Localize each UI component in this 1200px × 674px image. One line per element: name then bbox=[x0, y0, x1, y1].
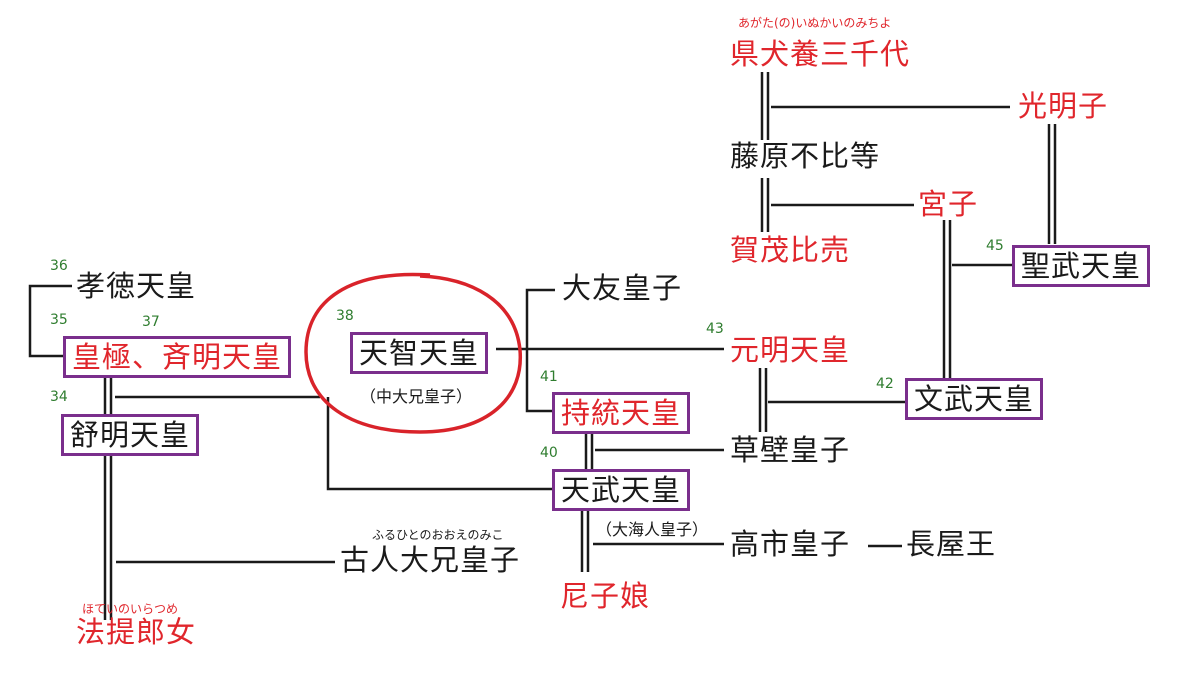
person-kougyoku-saimei-tennou: 皇極、斉明天皇 bbox=[63, 336, 292, 378]
person-miyako: 宮子 bbox=[918, 187, 979, 221]
person-tenji-tennou: 天智天皇 bbox=[350, 332, 489, 374]
reign-number-genmei: 43 bbox=[706, 321, 724, 337]
person-hotei-iratsume: 法提郎女 bbox=[76, 615, 197, 649]
person-takechi-ouji: 高市皇子 bbox=[730, 527, 851, 561]
person-fujiwara-fuhito: 藤原不比等 bbox=[730, 139, 881, 173]
reign-number-shoumu: 45 bbox=[986, 238, 1004, 254]
alt-name-tenji: （中大兄皇子） bbox=[360, 387, 473, 406]
reign-number-saimei: 37 bbox=[142, 314, 160, 330]
reign-number-jitou: 41 bbox=[540, 369, 558, 385]
person-furuhito-no-oe: 古人大兄皇子 bbox=[340, 543, 521, 577]
line-jomei-tenmu bbox=[326, 397, 553, 491]
person-shoumu-tennou: 聖武天皇 bbox=[1012, 245, 1151, 287]
reign-number-monmu: 42 bbox=[876, 376, 894, 392]
line-tenji-ootomo-jitou bbox=[525, 288, 555, 413]
person-kamo-hime: 賀茂比売 bbox=[730, 233, 851, 267]
line-koutoku-kougyoku bbox=[28, 284, 72, 358]
reign-number-jomei: 34 bbox=[50, 389, 68, 405]
reading-furuhito: ふるひとのおおえのみこ bbox=[372, 528, 504, 542]
person-agata-inukai-michiyo: 県犬養三千代 bbox=[730, 37, 911, 71]
person-tenmu-tennou: 天武天皇 bbox=[552, 469, 691, 511]
person-jomei-tennou: 舒明天皇 bbox=[61, 414, 200, 456]
reading-hotei: ほていのいらつめ bbox=[82, 602, 179, 616]
highlight-circle bbox=[304, 272, 522, 434]
reign-number-tenji: 38 bbox=[336, 308, 354, 324]
reign-number-tenmu: 40 bbox=[540, 445, 558, 461]
person-amako-iratsume: 尼子娘 bbox=[560, 579, 651, 613]
person-koutoku-tennou: 孝徳天皇 bbox=[76, 269, 197, 303]
person-ootomo-ouji: 大友皇子 bbox=[562, 271, 683, 305]
reign-number-kougyoku: 35 bbox=[50, 312, 68, 328]
person-monmu-tennou: 文武天皇 bbox=[905, 378, 1044, 420]
person-genmei-tennou: 元明天皇 bbox=[730, 333, 851, 367]
person-kusakabe-ouji: 草壁皇子 bbox=[730, 433, 851, 467]
reading-agata: あがた(の)いぬかいのみちよ bbox=[738, 16, 892, 30]
reign-number-koutoku: 36 bbox=[50, 258, 68, 274]
person-koumyoushi: 光明子 bbox=[1018, 89, 1109, 123]
person-jitou-tennou: 持統天皇 bbox=[552, 392, 691, 434]
alt-name-tenmu: （大海人皇子） bbox=[596, 520, 709, 539]
person-nagaya-ou: 長屋王 bbox=[906, 527, 997, 561]
